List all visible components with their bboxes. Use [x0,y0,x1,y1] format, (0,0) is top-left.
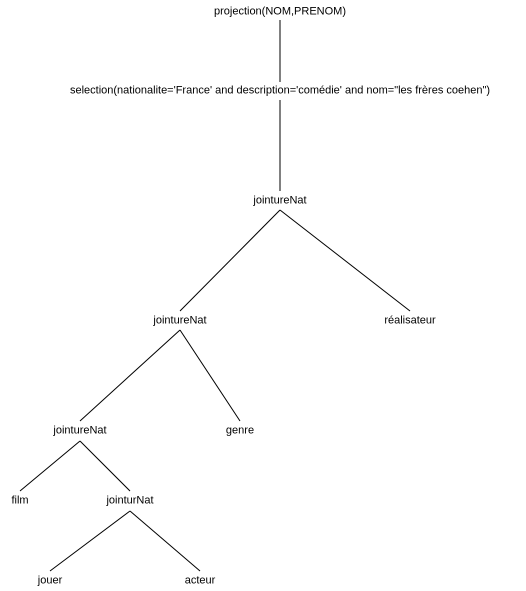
edge-join-top-realisateur [279,209,411,312]
edge-join-mid-join-low [79,329,181,422]
genre-node: genre [225,424,255,437]
edge-join-top-join-mid [179,209,281,312]
edge-join-low-join-bottom [79,440,131,492]
realisateur-node: réalisateur [384,314,436,327]
join-node-top: jointureNat [253,194,307,207]
join-node-bottom: jointurNat [106,494,154,507]
edge-join-bottom-jouer [49,510,131,572]
projection-node: projection(NOM,PRENOM) [213,5,347,18]
selection-node: selection(nationalite='France' and descr… [69,84,491,97]
acteur-node: acteur [184,574,216,587]
join-node-mid: jointureNat [153,314,207,327]
edge-join-bottom-acteur [129,510,201,572]
edge-join-low-film [19,440,81,492]
film-node: film [11,494,29,507]
edge-join-mid-genre [179,329,241,422]
join-node-low: jointureNat [53,424,107,437]
jouer-node: jouer [37,574,63,587]
